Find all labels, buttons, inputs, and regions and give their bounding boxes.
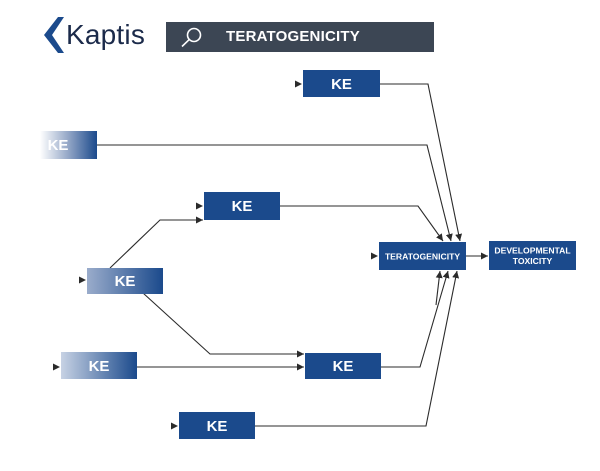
ke-node-5-label: KE <box>89 358 110 375</box>
developmental-toxicity-node: DEVELOPMENTAL TOXICITY <box>489 241 576 270</box>
ke-node-7: KE <box>179 412 255 439</box>
teratogenicity-node-label: TERATOGENICITY <box>385 252 460 262</box>
ke-node-1: KE <box>303 70 380 97</box>
connectors <box>97 83 488 427</box>
kaptis-logo: Kaptis <box>40 15 150 57</box>
edge-bottom-line-teratogenicity <box>435 270 443 306</box>
kaptis-chevron-icon <box>44 17 64 53</box>
ke-node-2: KE <box>40 131 97 159</box>
search-label: TERATOGENICITY <box>226 28 360 45</box>
edge-ke-1-teratogenicity <box>380 83 463 242</box>
search-bar[interactable]: TERATOGENICITY <box>166 22 434 52</box>
incoming-lines <box>40 80 436 430</box>
search-icon <box>181 27 202 48</box>
edge-ke-2-teratogenicity <box>97 144 453 242</box>
brand-name: Kaptis <box>66 19 146 50</box>
ke-node-3: KE <box>204 192 280 220</box>
developmental-toxicity-label-line-1: DEVELOPMENTAL <box>494 246 570 256</box>
ke-node-4: KE <box>87 268 163 294</box>
edge-ke-7-teratogenicity <box>255 270 460 427</box>
developmental-toxicity-label-line-2: TOXICITY <box>513 256 553 266</box>
ke-node-3-label: KE <box>232 198 253 215</box>
edge-ke-4-ke-6 <box>142 292 304 358</box>
edge-ke-4-ke-3 <box>109 216 203 269</box>
ke-node-4-label: KE <box>115 273 136 290</box>
ke-node-6: KE <box>305 353 381 379</box>
edge-ke-3-teratogenicity <box>280 205 444 242</box>
teratogenicity-node: TERATOGENICITY <box>379 242 466 270</box>
ke-node-5: KE <box>61 352 137 379</box>
ke-node-2-label: KE <box>48 137 69 154</box>
ke-node-6-label: KE <box>333 358 354 375</box>
ke-node-1-label: KE <box>331 76 352 93</box>
edge-ke-6-teratogenicity <box>381 270 450 368</box>
ke-node-7-label: KE <box>207 418 228 435</box>
